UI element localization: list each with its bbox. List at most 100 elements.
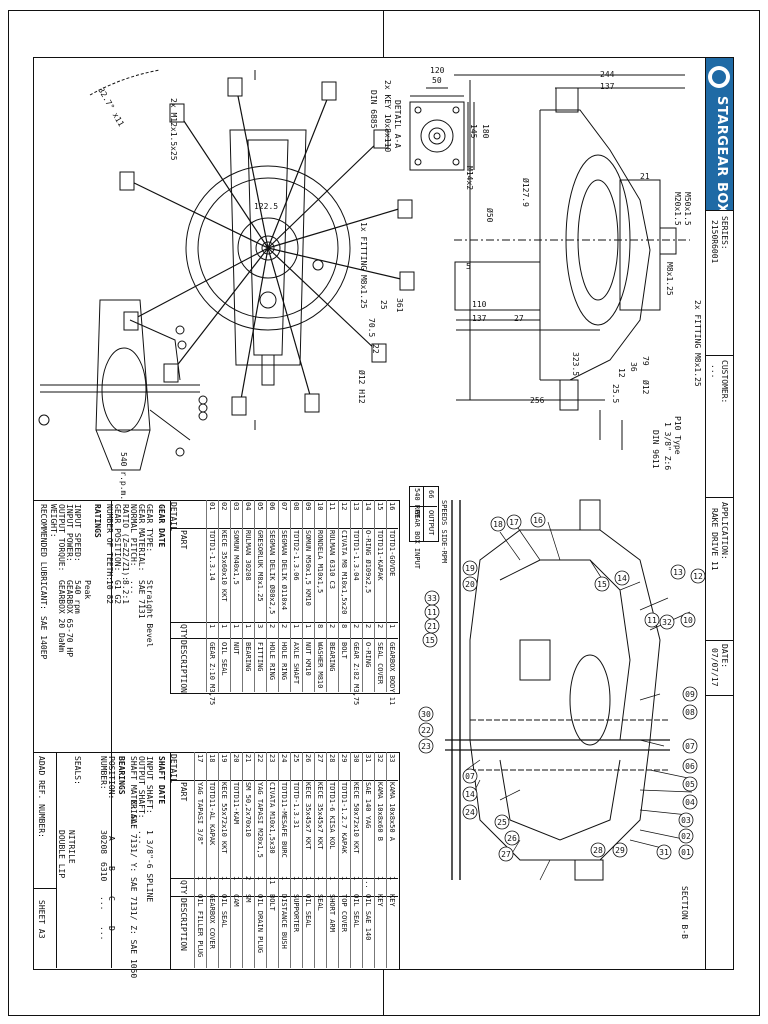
dim-key: 2x KEY 10x8x110 [383, 80, 392, 153]
bearings-title: BEARINGS [117, 756, 126, 795]
tb-sep-1 [705, 210, 734, 211]
parts-left-row-cell: 2 [280, 624, 288, 629]
callout-20: 20 [462, 576, 478, 592]
adad-ref-label: ADAD REF. NUMBER: [37, 756, 46, 838]
dim-137b: 137 [472, 314, 487, 323]
gear-material-value: SAE 7131 [137, 580, 146, 619]
parts-right-row-cell: 21 [244, 754, 252, 763]
title-column-line [705, 57, 706, 969]
speed-header: SPEEDS SIDE-RPM [440, 500, 448, 564]
tb-sep-5 [705, 695, 734, 696]
shaft-input-value: 1 3/8"-6 SPLINE [145, 830, 154, 903]
parts-right-row-cell: SUPPORTER [292, 894, 300, 932]
parts-left-row-cell: 08 [292, 502, 300, 511]
callout-26: 26 [504, 830, 520, 846]
callout-31: 31 [656, 844, 672, 860]
callout-07b: 07 [462, 768, 478, 784]
dim-bolts: 2x M12x1.5x25 [169, 98, 178, 161]
adad-sep [34, 752, 57, 968]
seals-title: SEALS: [73, 756, 82, 785]
dim-fitting-2: 2x FITTING M8x1.25 [693, 300, 702, 387]
parts-right-row-cell: YAG TAPASI M20x1,5 [256, 782, 264, 858]
parts-left-row-cell: O-RING [364, 642, 372, 668]
svg-text:03: 03 [681, 816, 691, 825]
parts-left-row-row-line [254, 500, 255, 692]
parts-right-row-cell: 33 [388, 754, 396, 763]
parts-table-left [170, 500, 400, 694]
detail-label: DETAIL A-A [393, 100, 402, 149]
parts-left-row-cell: 1 [304, 624, 312, 629]
parts-right-row-cell: 1 [280, 876, 288, 881]
callout-11: 11 [644, 612, 660, 628]
section-bb [445, 499, 670, 881]
svg-text:08: 08 [685, 708, 695, 717]
specs-divider-mid [34, 752, 170, 753]
parts-right-header-detail: DETAIL [169, 754, 178, 783]
speed-box-row [409, 506, 437, 507]
ratings-input-power-value: GEARBOX 65-70 HP [65, 580, 74, 658]
seals-value-1: NITRILE [67, 830, 76, 864]
callout-33: 33 [424, 590, 440, 606]
callout-11b: 11 [424, 604, 440, 620]
parts-left-colsep-1 [170, 528, 398, 529]
parts-left-row-cell: 1 [232, 624, 240, 629]
parts-right-row-row-line [230, 752, 231, 968]
view-note: 540 r.p.m. [119, 452, 128, 501]
series-label: SERIES: [720, 216, 729, 250]
svg-text:32: 32 [662, 618, 672, 627]
dim-phi12h12: Ø12 H12 [357, 370, 366, 404]
dim-79: 79 [641, 356, 650, 366]
shaft-output-label: OUTPUT SHAFT: [137, 756, 146, 819]
parts-left-row-cell: TDTD2-1.3.06 [292, 530, 300, 581]
parts-right-row-row-line [314, 752, 315, 968]
parts-right-row-cell: 1 [340, 876, 348, 881]
parts-left-colsep-3 [170, 638, 398, 639]
dim-phi12: Ø12 [641, 380, 650, 395]
parts-left-header-qty: QTY [179, 624, 188, 639]
parts-table-right [170, 752, 400, 970]
parts-right-row-cell: KEY [388, 894, 396, 907]
ratings-input-power-label: INPUT POWER: [65, 504, 74, 562]
ratings-input-speed-label: INPUT SPEED: [73, 504, 82, 562]
callout-18: 18 [490, 516, 506, 532]
dim-25: 25 [379, 300, 388, 310]
shaft-material-value: X: SAE 7131/ Y: SAE 7131/ Z: SAE 1050 [129, 800, 138, 979]
outer-border-left [8, 10, 9, 1016]
parts-right-row-cell: TDTD11-MESAFE BURC [280, 782, 288, 858]
parts-right-row-cell: KAMA 10x8x50 A [388, 782, 396, 842]
section-label: SECTION B-B [680, 886, 689, 939]
parts-right-row-cell: KECE 55x72x10 KKT [220, 782, 228, 854]
parts-left-row-cell: 07 [280, 502, 288, 511]
svg-text:22: 22 [421, 726, 431, 735]
parts-left-header-desc: DESCRIPTION [179, 640, 188, 693]
parts-right-row-cell: 1 [208, 876, 216, 881]
svg-text:17: 17 [509, 518, 519, 527]
gear-ratio-value: 8.2:1 [121, 580, 130, 605]
parts-right-row-row-line [374, 752, 375, 968]
parts-left-row-row-line [302, 500, 303, 692]
sheet-label: SHEET A3 [37, 900, 46, 939]
parts-right-row-row-line [194, 752, 195, 968]
parts-left-row-row-line [314, 500, 315, 692]
svg-text:01: 01 [681, 848, 691, 857]
parts-right-row-cell: GEARBOX COVER [208, 894, 216, 949]
parts-left-row-cell: 1 [292, 624, 300, 629]
parts-left-row-row-line [350, 500, 351, 692]
parts-right-row-cell: ... [364, 876, 372, 889]
parts-left-row-cell: 2 [328, 624, 336, 629]
parts-left-row-cell: 2 [352, 624, 360, 629]
parts-left-row-row-line [362, 500, 363, 692]
parts-right-row-cell: OIL SEAL [304, 894, 312, 928]
parts-right-row-cell: TDTD11-KAM [232, 782, 240, 825]
callout-21: 21 [424, 618, 440, 634]
series-value: 2150R6001 [710, 220, 719, 264]
parts-right-row-cell: BOLT [268, 894, 276, 911]
parts-right-row-cell: SEAL [316, 894, 324, 911]
parts-right-row-cell: TDTD1-1.2.7 KAPAK [340, 782, 348, 854]
svg-text:12: 12 [693, 572, 703, 581]
parts-left-row-cell: 2 [364, 624, 372, 629]
parts-left-row-cell: TDTD1-1.3.04 [352, 530, 360, 581]
top-strip-divider [383, 10, 384, 57]
dim-25-5: 25.5 [611, 384, 620, 404]
callout-16: 16 [530, 512, 546, 528]
